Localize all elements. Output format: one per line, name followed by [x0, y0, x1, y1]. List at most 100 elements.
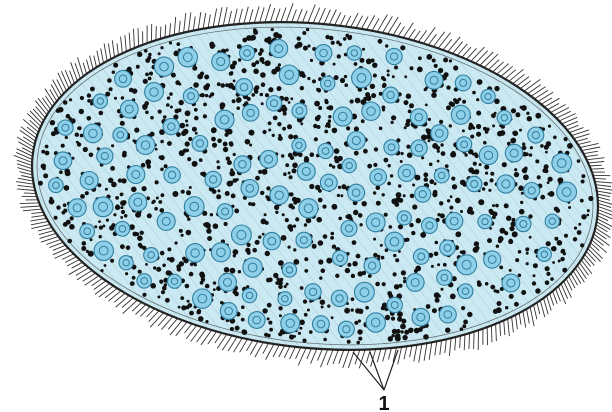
cilium [174, 17, 176, 35]
fiber [603, 20, 612, 350]
granule [87, 116, 92, 121]
granule [217, 82, 221, 86]
granule [371, 59, 375, 63]
cilium [577, 265, 586, 278]
granule [449, 101, 454, 106]
nucleus-body [168, 274, 182, 288]
granule [303, 46, 308, 51]
granule [318, 198, 323, 203]
nucleus [68, 199, 86, 217]
granule [306, 218, 312, 224]
nucleus-body [145, 83, 164, 102]
granule [242, 38, 247, 43]
granule [530, 146, 533, 149]
nucleus-body [137, 274, 151, 288]
nucleus [145, 83, 164, 102]
granule [408, 328, 413, 333]
granule [293, 201, 297, 205]
nucleus-body [440, 240, 456, 256]
nucleus-body [232, 225, 252, 245]
nucleus-body [439, 306, 456, 323]
nucleus [537, 247, 551, 261]
granule [363, 97, 367, 101]
granule [224, 222, 228, 226]
nucleus [415, 186, 431, 202]
cilium [223, 7, 227, 26]
nucleus [342, 159, 356, 173]
cilium [583, 257, 591, 266]
cilium [551, 105, 566, 113]
nucleus-body [406, 274, 424, 292]
cilium [590, 243, 599, 251]
cilium [377, 15, 387, 32]
granule [282, 213, 285, 216]
granule [203, 103, 207, 107]
cilium [158, 315, 168, 326]
cilium [496, 324, 497, 341]
granule [201, 277, 205, 281]
nucleus [219, 273, 237, 291]
nucleus [457, 137, 472, 152]
nucleus [524, 183, 540, 199]
cilium [31, 221, 48, 224]
granule [474, 241, 479, 246]
granule [283, 112, 287, 116]
cilium [58, 73, 67, 91]
granule [186, 230, 192, 236]
nucleus-body [505, 144, 523, 162]
cilium [33, 109, 44, 121]
callout-1-label: 1 [378, 393, 389, 412]
cilium [429, 342, 432, 360]
granule [213, 288, 216, 291]
granule [331, 232, 335, 236]
granule [290, 97, 293, 100]
nucleus [385, 232, 404, 251]
nucleus [410, 109, 427, 126]
nucleus [296, 232, 312, 248]
granule [282, 127, 286, 131]
granule [328, 115, 331, 118]
granule [474, 169, 479, 174]
nucleus [163, 118, 179, 134]
cilium [30, 218, 46, 221]
granule [160, 251, 165, 256]
granule [65, 136, 68, 139]
granule [302, 31, 306, 35]
cilium [403, 23, 413, 38]
granule [314, 137, 318, 141]
granule [416, 218, 421, 223]
granule [223, 147, 228, 152]
granule [376, 185, 381, 190]
nucleus-body [451, 105, 470, 124]
cilium [553, 291, 558, 304]
nucleus [422, 218, 438, 234]
granule [186, 190, 191, 195]
nucleus-body [524, 183, 540, 199]
nucleus [505, 144, 523, 162]
cilium [71, 62, 78, 81]
cilium [85, 276, 99, 286]
granule [479, 163, 482, 166]
nucleus [93, 94, 107, 108]
granule [231, 194, 236, 199]
cilium [509, 69, 524, 81]
granule [426, 304, 431, 309]
granule [340, 194, 343, 197]
nucleus-body [537, 247, 551, 261]
nucleus [84, 124, 103, 143]
cilium [94, 281, 106, 290]
granule [233, 254, 236, 257]
cilium [513, 74, 525, 83]
cilium [117, 43, 118, 55]
cilium [17, 149, 33, 157]
granule [118, 178, 122, 182]
granule [142, 293, 146, 297]
nucleus-body [397, 211, 411, 225]
fiber [0, 20, 27, 350]
granule [148, 77, 152, 81]
cilium [597, 191, 612, 194]
granule [514, 168, 517, 171]
cilium [176, 322, 187, 336]
granule [553, 136, 557, 140]
granule [179, 100, 184, 105]
